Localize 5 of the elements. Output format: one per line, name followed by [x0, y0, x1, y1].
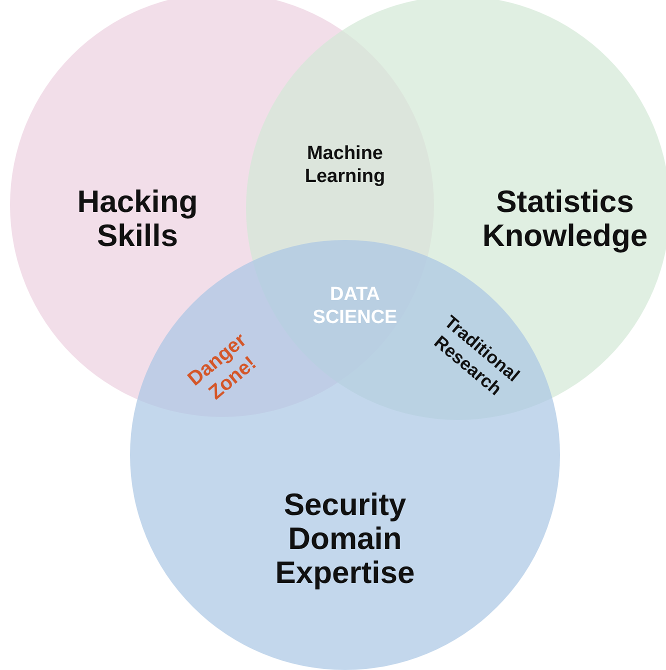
circle-label: Statistics Knowledge	[481, 185, 649, 253]
circle-label: Security Domain Expertise	[274, 488, 416, 590]
center-label: DATA SCIENCE	[312, 283, 398, 329]
overlap-label: Machine Learning	[304, 142, 386, 188]
circle-label: Hacking Skills	[76, 185, 199, 253]
